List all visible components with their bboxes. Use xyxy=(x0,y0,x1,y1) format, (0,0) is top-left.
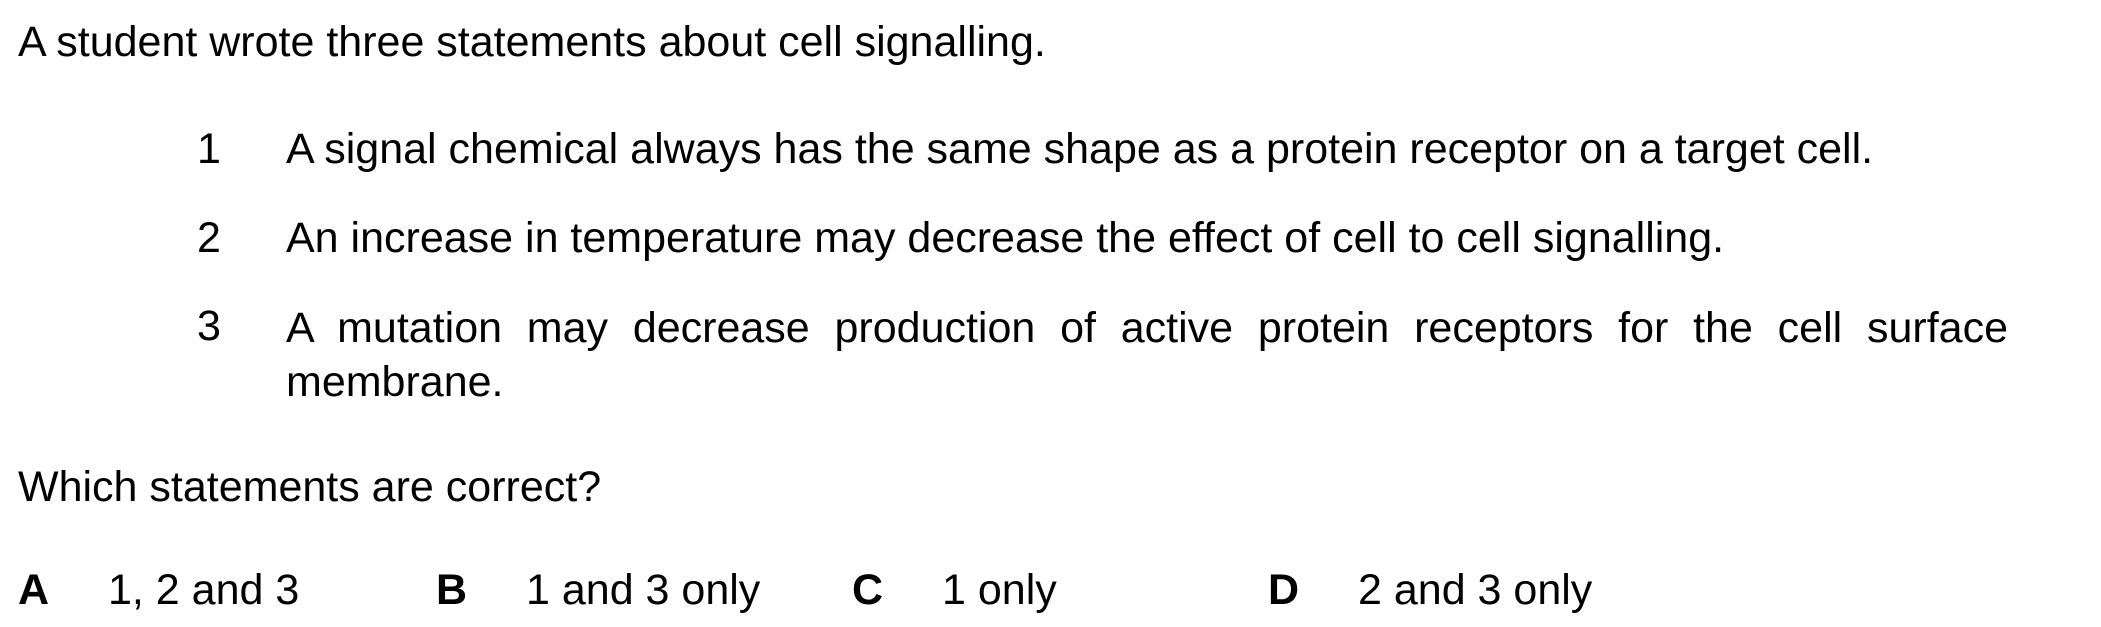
option-text: 1 only xyxy=(942,566,1057,614)
statement-number: 3 xyxy=(197,302,221,350)
statement-number: 1 xyxy=(197,125,221,173)
statement-text: A mutation may decrease production of ac… xyxy=(286,304,2008,406)
question-prompt: Which statements are correct? xyxy=(18,463,602,511)
question-stem: A student wrote three statements about c… xyxy=(18,18,1046,66)
option-letter: C xyxy=(852,566,884,614)
option-letter: B xyxy=(436,566,468,614)
statement-text: A signal chemical always has the same sh… xyxy=(286,125,1874,173)
option-letter: D xyxy=(1268,566,1300,614)
option-text: 1 and 3 only xyxy=(526,566,761,614)
statement-number: 2 xyxy=(197,214,221,262)
option-text: 1, 2 and 3 xyxy=(108,566,300,614)
option-letter: A xyxy=(18,566,50,614)
option-text: 2 and 3 only xyxy=(1358,566,1593,614)
statement-text: An increase in temperature may decrease … xyxy=(286,214,1725,262)
